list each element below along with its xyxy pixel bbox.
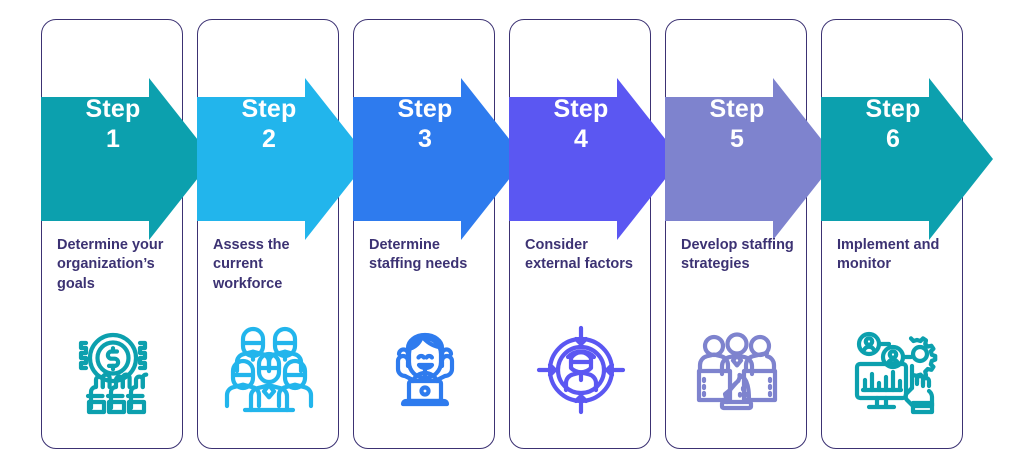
step-number-5: 5 xyxy=(729,124,745,153)
steps-row: Step 1 Determine your organization’s goa… xyxy=(40,19,993,449)
arrow-shape-6 xyxy=(820,78,993,240)
step-caption-6: Implement and monitor xyxy=(837,237,940,273)
step-label-1: Step 1 xyxy=(42,95,184,154)
step-word-2: Step xyxy=(241,95,297,123)
hands-holding-dollar-coin-icon xyxy=(42,315,184,425)
group-of-people-icon xyxy=(198,315,340,425)
step-label-6: Step 6 xyxy=(822,95,964,154)
team-with-chess-knight-icon xyxy=(666,315,808,425)
monitor-chart-gear-hand-icon xyxy=(822,315,964,425)
step-number-2: 2 xyxy=(261,124,277,153)
step-number-1: 1 xyxy=(105,124,121,153)
step-number-6: 6 xyxy=(885,124,901,153)
happy-person-with-laptop-icon xyxy=(354,315,496,425)
step-caption-2: Assess the current workforce xyxy=(213,237,290,292)
step-word-3: Step xyxy=(397,95,453,123)
arrow-shape-2 xyxy=(196,78,369,240)
step-arrow-3 xyxy=(352,78,525,240)
arrow-shape-3 xyxy=(352,78,525,240)
step-word-1: Step xyxy=(85,95,141,123)
step-arrow-1 xyxy=(40,78,213,240)
step-card-2[interactable]: Step 2 Assess the current workforce xyxy=(196,19,369,449)
step-label-3: Step 3 xyxy=(354,95,496,154)
step-caption-5: Develop staffing strategies xyxy=(681,237,794,273)
arrow-shape-4 xyxy=(508,78,681,240)
step-card-5[interactable]: Step 5 Develop staffing strategies xyxy=(664,19,837,449)
step-label-5: Step 5 xyxy=(666,95,808,154)
step-card-3[interactable]: Step 3 Determine staffing needs xyxy=(352,19,525,449)
step-arrow-6 xyxy=(820,78,993,240)
step-arrow-2 xyxy=(196,78,369,240)
arrow-shape-1 xyxy=(40,78,213,240)
step-caption-3: Determine staffing needs xyxy=(369,237,468,273)
step-word-4: Step xyxy=(553,95,609,123)
step-number-3: 3 xyxy=(417,124,433,153)
step-card-6[interactable]: Step 6 Implement and monitor xyxy=(820,19,993,449)
step-caption-1: Determine your organization’s goals xyxy=(57,237,164,292)
step-label-4: Step 4 xyxy=(510,95,652,154)
step-label-2: Step 2 xyxy=(198,95,340,154)
step-word-5: Step xyxy=(709,95,765,123)
step-arrow-5 xyxy=(664,78,837,240)
step-word-6: Step xyxy=(865,95,921,123)
step-card-1[interactable]: Step 1 Determine your organization’s goa… xyxy=(40,19,213,449)
person-in-target-crosshair-icon xyxy=(510,315,652,425)
arrow-shape-5 xyxy=(664,78,837,240)
step-number-4: 4 xyxy=(573,124,589,153)
step-arrow-4 xyxy=(508,78,681,240)
step-caption-4: Consider external factors xyxy=(525,237,633,273)
step-card-4[interactable]: Step 4 Consider external factors xyxy=(508,19,681,449)
